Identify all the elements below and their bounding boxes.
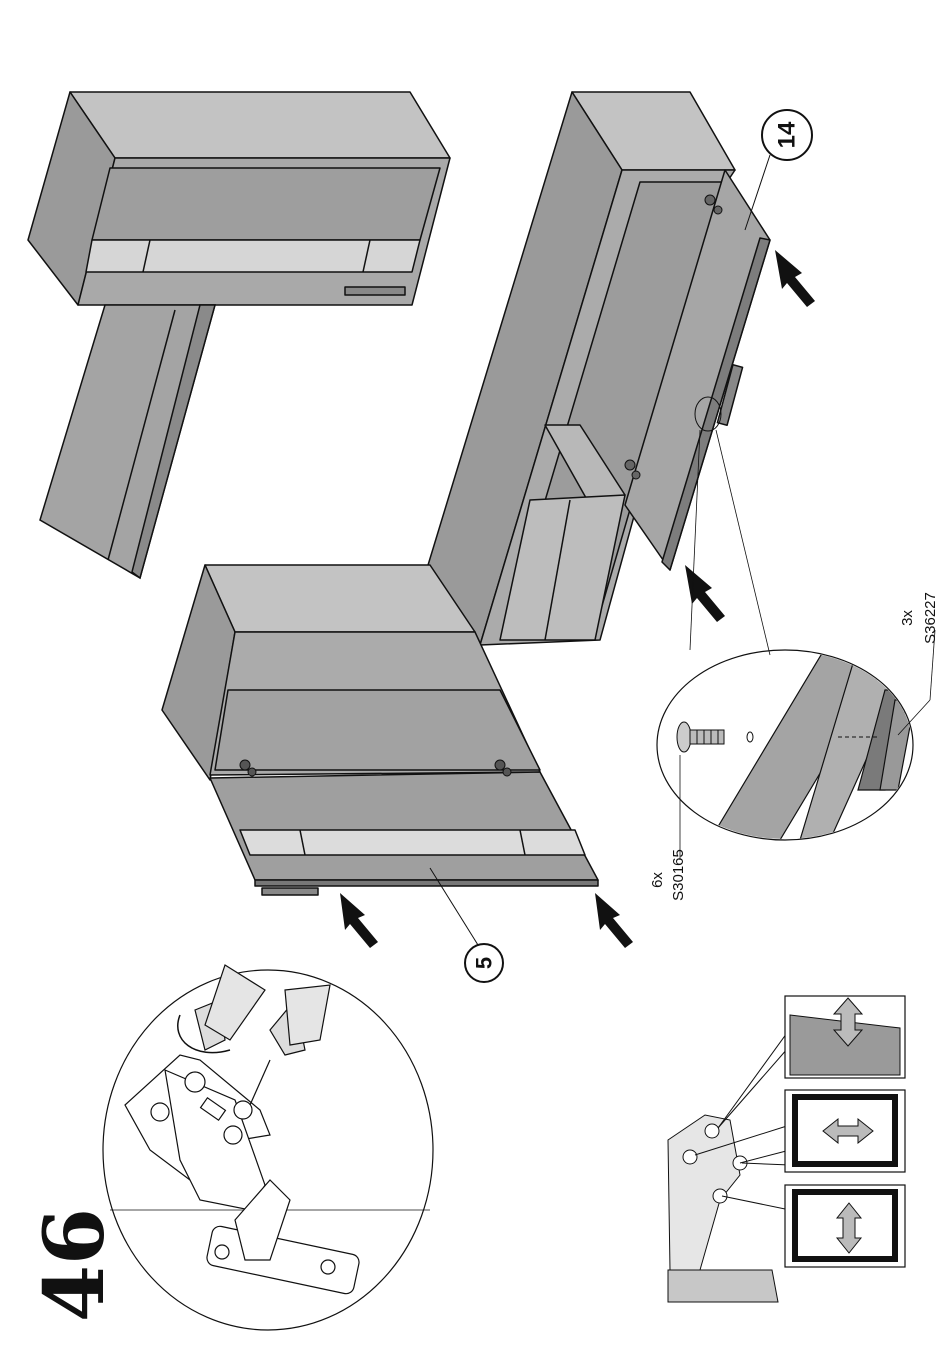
- callout-label-5: 5: [472, 957, 497, 969]
- hinge-adjust-detail: [103, 965, 433, 1330]
- callout-label-14: 14: [774, 121, 801, 148]
- long-cabinet: [425, 92, 770, 645]
- fastener-qty: 6x: [649, 872, 666, 888]
- adjust-panel-depth: [785, 996, 905, 1078]
- fastener-label-s30165: 6x S30165: [649, 849, 687, 901]
- fastener-code: S36227: [922, 592, 939, 644]
- shelf-board: [40, 305, 215, 578]
- step-number: 46: [27, 1208, 123, 1322]
- hinge-schematic: [668, 1015, 800, 1302]
- part-callout-14: 14: [745, 110, 812, 230]
- adjust-panel-side: [785, 1090, 905, 1172]
- adjust-panel-height: [785, 1185, 905, 1267]
- fastener-qty: 3x: [899, 610, 916, 626]
- handle-detail-view: [657, 397, 935, 860]
- wall-cabinet-top: [28, 92, 450, 305]
- fastener-label-s36227: 3x S36227: [899, 592, 939, 644]
- fastener-code: S30165: [670, 849, 687, 901]
